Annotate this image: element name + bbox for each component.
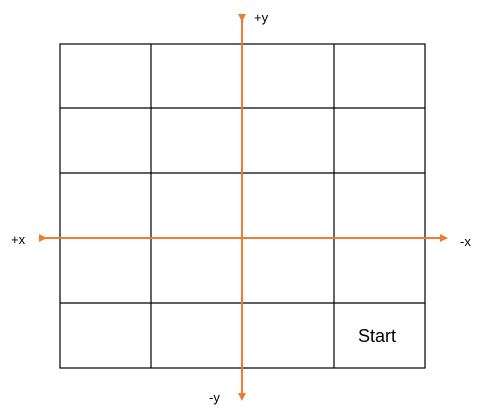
minus-y-label: -y [209, 390, 220, 405]
plus-x-label: +x [11, 232, 26, 247]
minus-x-label: -x [460, 234, 471, 249]
axes [39, 14, 448, 401]
plus-y-label: +y [254, 10, 269, 25]
start-cell-label: Start [358, 326, 397, 346]
